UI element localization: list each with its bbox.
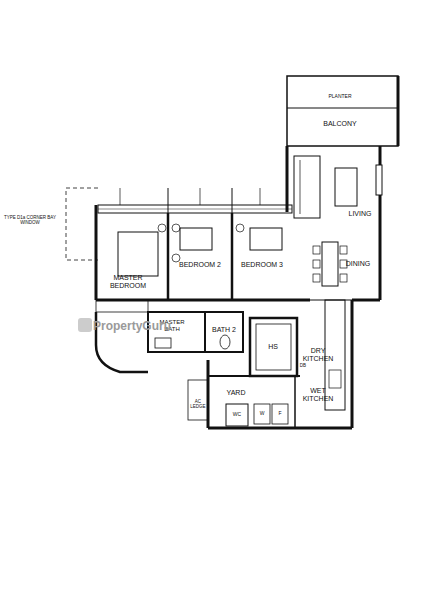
- db-label: DB: [300, 363, 306, 368]
- room-label: WC: [233, 412, 241, 418]
- room-label: BEDROOM 2: [179, 261, 221, 269]
- appliance-label: W: [260, 411, 265, 417]
- appliance-label: F: [278, 411, 281, 417]
- room-label: MASTER BEDROOM: [105, 274, 151, 290]
- ledge-label: AC LEDGE: [189, 399, 207, 409]
- room-label: PLANTER: [328, 94, 351, 100]
- room-label: BATH 2: [212, 326, 236, 334]
- room-label: LIVING: [349, 210, 372, 218]
- room-label: DRY KITCHEN: [296, 347, 340, 363]
- room-label: BALCONY: [323, 120, 356, 128]
- room-label: HS: [268, 343, 278, 351]
- room-label: BEDROOM 3: [241, 261, 283, 269]
- bay-window-note: TYPE D1a CORNER BAY WINDOW: [4, 215, 56, 225]
- room-label: WET KITCHEN: [296, 387, 340, 403]
- room-label: YARD: [227, 389, 246, 397]
- room-label: DINING: [346, 260, 371, 268]
- watermark: PropertyGuru: [93, 320, 171, 334]
